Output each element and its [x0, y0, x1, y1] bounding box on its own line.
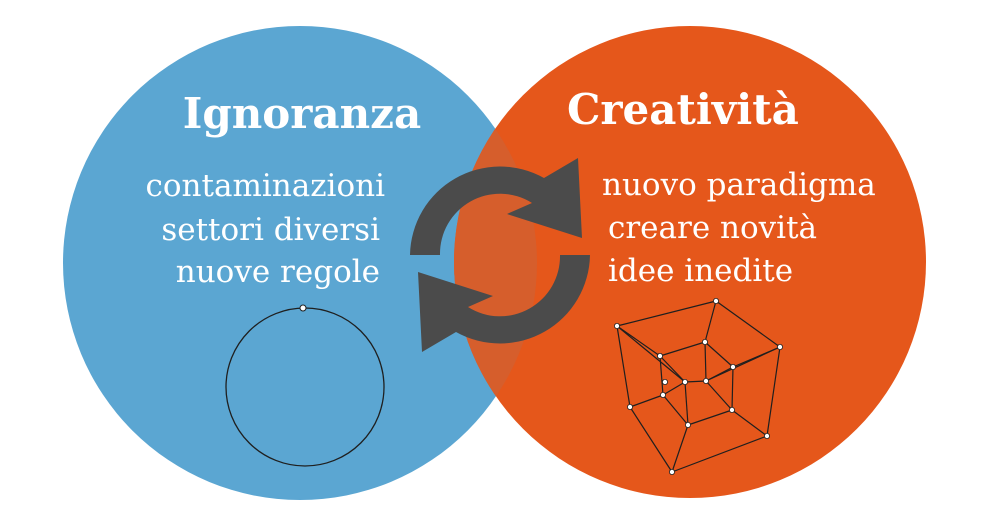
tesseract-edge — [687, 409, 733, 426]
tesseract-vertex — [662, 378, 669, 385]
tesseract-vertex — [702, 338, 709, 345]
tesseract-edge — [662, 394, 689, 426]
tesseract-edge — [662, 381, 686, 396]
tesseract-vertex — [685, 421, 692, 428]
tesseract-edge — [616, 325, 631, 408]
tesseract-vertex — [669, 468, 676, 475]
arrow-lower — [418, 255, 590, 352]
tesseract-vertex — [657, 352, 664, 359]
tesseract-edge — [616, 300, 717, 327]
tesseract-edge — [684, 380, 707, 383]
tesseract-edge — [659, 341, 706, 357]
tesseract-vertex — [777, 343, 784, 350]
tesseract-vertex — [682, 378, 689, 385]
tesseract-edge — [616, 325, 686, 383]
left-item-1: contaminazioni — [146, 168, 386, 204]
right-circle-creativita — [454, 26, 926, 498]
tesseract-edge — [704, 341, 734, 368]
left-circle-ignoranza — [63, 26, 537, 500]
tesseract-edge — [616, 325, 661, 357]
tesseract-edge — [704, 300, 717, 343]
left-title: Ignoranza — [183, 89, 422, 138]
tesseract-edge — [671, 424, 689, 473]
tesseract-vertex — [627, 403, 634, 410]
circle-figure — [225, 304, 385, 467]
tesseract-edge — [629, 394, 664, 408]
tesseract-edge — [629, 406, 673, 473]
right-item-1: nuovo paradigma — [602, 167, 876, 203]
tesseract-vertex — [729, 406, 736, 413]
tesseract-edge — [684, 381, 689, 426]
tesseract-edge — [659, 355, 686, 383]
tesseract-vertex — [730, 363, 737, 370]
right-item-2: creare novità — [608, 210, 817, 246]
tesseract-vertex — [660, 391, 667, 398]
tesseract-edge — [715, 300, 781, 348]
left-item-2: settori diversi — [161, 212, 380, 248]
right-item-3: idee inedite — [608, 253, 793, 289]
tesseract-edge — [705, 380, 733, 411]
arrow-upper — [410, 158, 582, 255]
left-item-3: nuove regole — [176, 254, 380, 290]
tesseract-edge — [705, 346, 781, 382]
tesseract-vertex — [713, 297, 720, 304]
tesseract-edge — [731, 409, 768, 437]
tesseract-vertex — [703, 377, 710, 384]
tesseract-edge — [766, 346, 781, 437]
tesseract-vertex — [614, 322, 621, 329]
tesseract-vertex — [764, 432, 771, 439]
tesseract-edge — [731, 366, 734, 411]
tesseract-edge — [671, 435, 768, 473]
right-title: Creatività — [567, 85, 799, 134]
tesseract-figure — [614, 297, 784, 475]
circle-point — [299, 304, 307, 312]
refresh-cycle-icon — [410, 158, 590, 352]
tesseract-edge — [704, 341, 707, 382]
